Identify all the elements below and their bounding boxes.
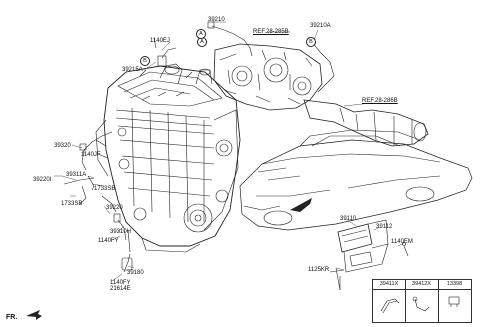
- label-39310h: 39310H: [110, 229, 132, 235]
- label-1140em: 1140EM: [391, 239, 413, 245]
- label-21614e: 21614E: [110, 286, 131, 292]
- label-39210: 39210: [208, 17, 225, 23]
- table-header-39412x: 39412X: [405, 280, 438, 290]
- vehicle-illustration: [239, 129, 473, 231]
- pointer-arrow-icon: [290, 198, 312, 212]
- label-1140fy-2: 1140FY: [110, 280, 131, 286]
- catalytic-converter-illustration: [303, 99, 429, 147]
- label-39210a: 39210A: [310, 23, 331, 29]
- sensor-wiring-illustration: [63, 21, 409, 290]
- label-39110: 39110: [340, 216, 357, 222]
- ecu-module-illustration: [329, 219, 389, 291]
- table-cell-13398: 13398: [438, 280, 471, 322]
- label-1140jf: 1140JF: [81, 152, 101, 158]
- label-39112: 39112: [376, 224, 393, 230]
- plug-part-icon: [448, 296, 460, 307]
- table-header-39411x: 39411X: [373, 280, 405, 290]
- table-cell-39412x: 39412X: [405, 280, 439, 322]
- turbo-manifold-illustration: [213, 43, 323, 111]
- clip-part-icon: [380, 298, 400, 314]
- front-direction-label: FR.: [6, 314, 18, 321]
- label-ref-28-285b[interactable]: REF.28-285B: [253, 29, 289, 35]
- front-arrow-icon: [26, 310, 42, 320]
- leader-lines: [54, 21, 405, 282]
- label-39180: 39180: [127, 270, 144, 276]
- label-ref-28-286b[interactable]: REF.28-286B: [362, 98, 398, 104]
- label-39215a: 39215A: [122, 67, 143, 73]
- accessory-parts-table: 39411X 39412X 13398: [372, 279, 472, 323]
- engine-block-illustration: [95, 63, 241, 253]
- table-cell-39411x: 39411X: [373, 280, 406, 322]
- label-39320: 39320: [54, 143, 71, 149]
- table-header-13398: 13398: [438, 280, 471, 290]
- label-1125kr: 1125KR: [308, 267, 330, 273]
- label-1733sb-2: 1733SB: [61, 201, 83, 207]
- callout-b-2: B: [306, 37, 316, 47]
- callout-b: B: [140, 56, 150, 66]
- label-39220: 39220: [106, 205, 123, 211]
- bracket-part-icon: [412, 296, 430, 312]
- label-1733sb: 1733SB: [94, 186, 116, 192]
- label-39220i: 39220I: [33, 177, 52, 183]
- callout-a-2: A: [196, 29, 206, 39]
- label-1140fy: 1140FY: [98, 238, 119, 244]
- label-39311a: 39311A: [66, 172, 87, 178]
- label-1140ej: 1140EJ: [150, 38, 170, 44]
